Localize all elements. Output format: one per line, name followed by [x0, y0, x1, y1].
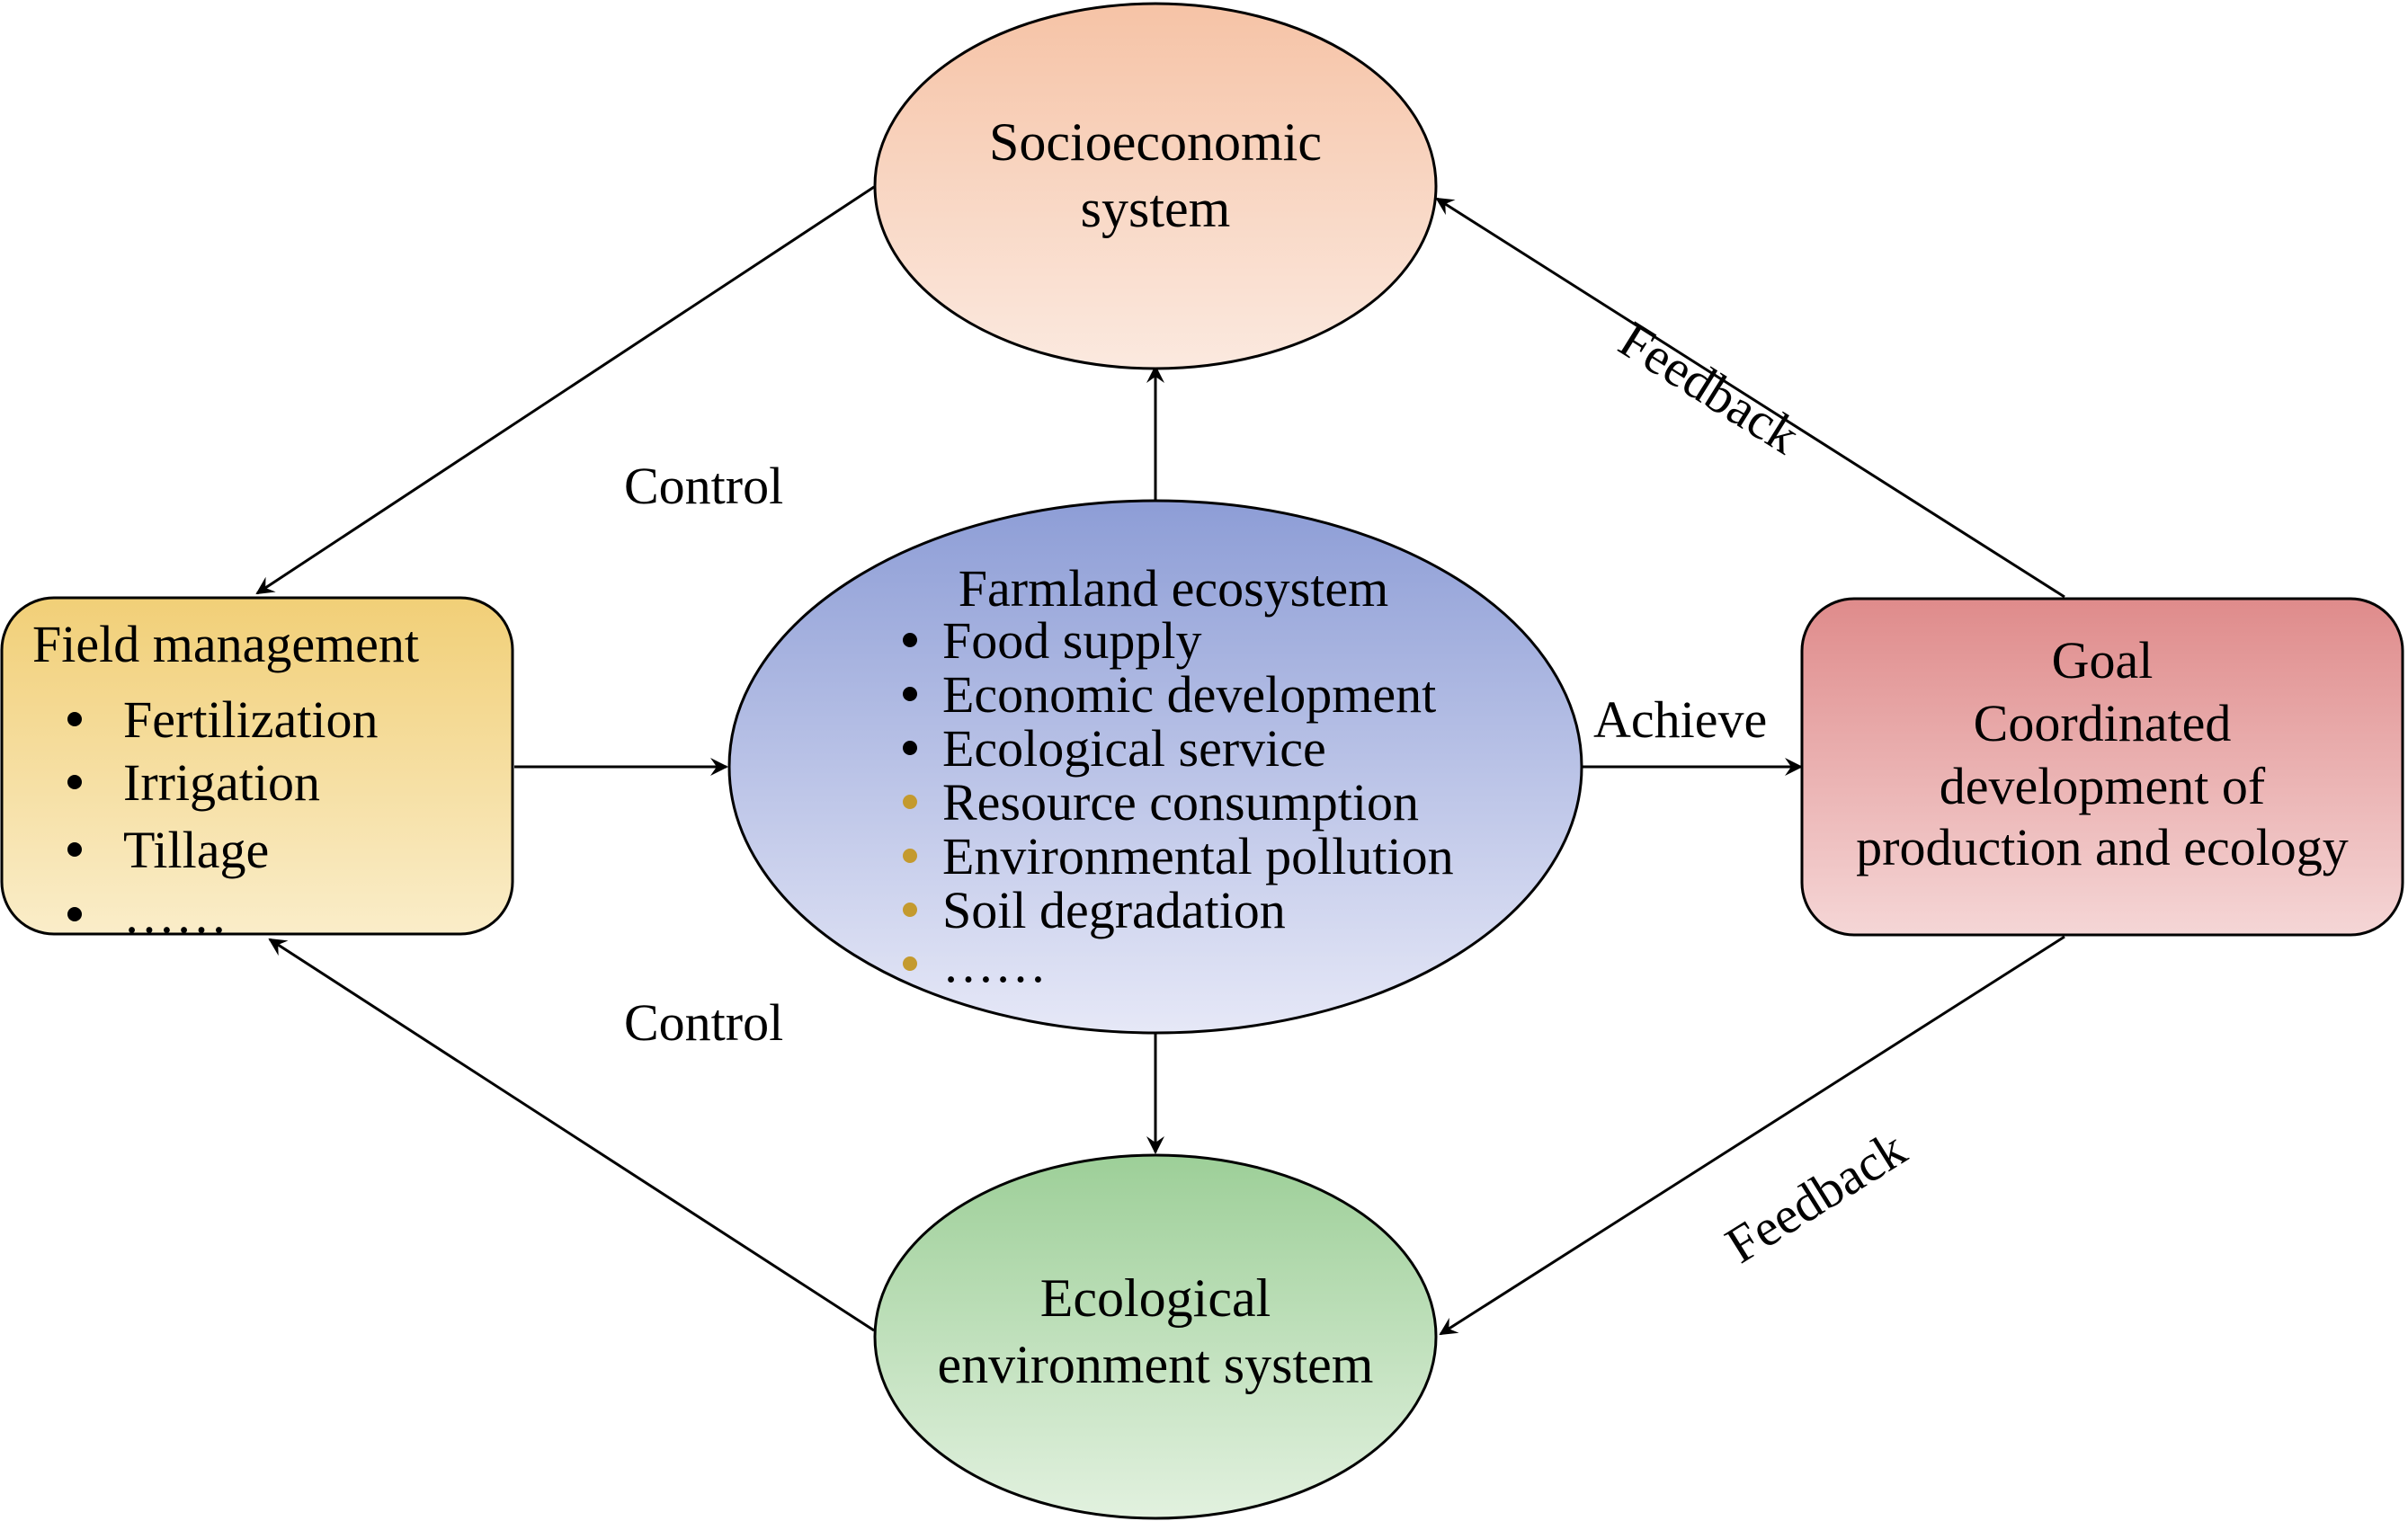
bullet-dot-icon: [67, 775, 82, 789]
bullet-dot-icon: [903, 741, 917, 755]
farmland-item-text: Food supply: [942, 611, 1202, 670]
field-management-node: [0, 596, 514, 936]
bullet-dot-icon: [67, 712, 82, 726]
farmland-item-text: Economic development: [942, 665, 1437, 724]
farmland-item: Resource consumption: [903, 777, 1454, 831]
farmland-item: ……: [903, 935, 1454, 993]
bullet-dot-icon: [903, 687, 917, 701]
farmland-item: Environmental pollution: [903, 831, 1454, 885]
field-management-item: Irrigation: [67, 757, 379, 824]
achieve-label: Achieve: [1593, 690, 1768, 749]
bullet-dot-icon: [67, 842, 82, 857]
farmland-title: Farmland ecosystem: [958, 559, 1389, 618]
field-management-item-text: ……: [123, 885, 227, 944]
bullet-dot-icon: [903, 795, 917, 809]
farmland-item-text: Resource consumption: [942, 773, 1419, 832]
control-label-top: Control: [624, 457, 784, 515]
bullet-dot-icon: [903, 849, 917, 863]
field-management-item-text: Tillage: [123, 821, 270, 879]
farmland-item-text: Soil degradation: [942, 881, 1286, 939]
field-management-title: Field management: [32, 615, 420, 673]
farmland-item: Food supply: [903, 615, 1454, 669]
ecological-label-line2: environment system: [937, 1335, 1374, 1394]
farmland-item-text: ……: [942, 935, 1047, 993]
farmland-item: Ecological service: [903, 723, 1454, 777]
farmland-item-text: Ecological service: [942, 719, 1326, 778]
goal-label-line2: Coordinated: [1973, 694, 2232, 752]
field-management-item: ……: [67, 889, 379, 941]
farmland-node: [727, 499, 1583, 1035]
arrow-goal-to-socio: [1435, 197, 2065, 599]
socioeconomic-node: [873, 2, 1438, 370]
ecological-node: [873, 1153, 1438, 1520]
farmland-item-text: Environmental pollution: [942, 827, 1454, 885]
field-management-item: Tillage: [67, 821, 379, 889]
bullet-dot-icon: [903, 903, 917, 917]
bullet-dot-icon: [903, 956, 917, 971]
goal-label-line3: development of: [1939, 757, 2266, 815]
goal-label-line4: production and ecology: [1856, 818, 2349, 876]
field-management-item-text: Irrigation: [123, 753, 321, 812]
field-management-item-text: Fertilization: [123, 690, 379, 749]
arrow-eco-to-field: [268, 938, 875, 1332]
farmland-item: Soil degradation: [903, 885, 1454, 938]
goal-node: [1800, 597, 2404, 937]
goal-label-line1: Goal: [2051, 631, 2154, 689]
socioeconomic-label-line2: system: [1080, 179, 1231, 238]
farmland-item: Economic development: [903, 669, 1454, 723]
socioeconomic-label-line1: Socioeconomic: [989, 112, 1322, 172]
bullet-dot-icon: [903, 633, 917, 647]
control-label-bottom: Control: [624, 993, 784, 1052]
ecological-label-line1: Ecological: [1039, 1268, 1271, 1328]
arrow-goal-to-eco: [1439, 935, 2065, 1336]
field-management-item: Fertilization: [67, 694, 379, 757]
arrow-socio-to-field: [255, 185, 875, 595]
bullet-dot-icon: [67, 907, 82, 921]
